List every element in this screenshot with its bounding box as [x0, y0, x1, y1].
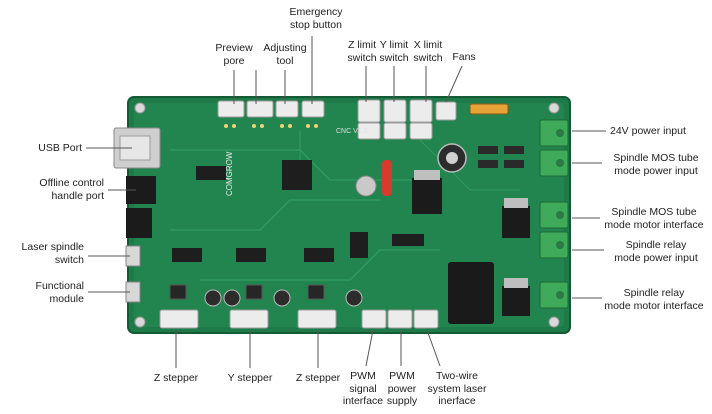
leader-lines [86, 36, 606, 368]
label-usb-port: USB Port [38, 142, 82, 154]
right-terminals [539, 119, 569, 309]
red-jumper [382, 160, 392, 196]
label-24v-power: 24V power input [610, 125, 686, 137]
label-y-stepper: Y stepper [227, 372, 273, 384]
mcu-chip [282, 160, 312, 190]
right-terminal-screws [556, 129, 564, 299]
inductors [169, 284, 325, 300]
driver-chips [172, 166, 424, 262]
silk-brand: COMGROW [225, 151, 234, 196]
pin-headers [224, 124, 318, 128]
fuse [469, 103, 509, 115]
mosfets [412, 170, 530, 316]
capacitors [204, 143, 467, 307]
top-connectors [217, 99, 457, 140]
bottom-connectors [159, 309, 439, 329]
silver-button [355, 175, 377, 197]
resistors [478, 146, 524, 168]
label-z-stepper-2: Z stepper [295, 372, 341, 384]
label-fans: Fans [452, 51, 476, 63]
label-z-stepper-1: Z stepper [153, 372, 199, 384]
relay [448, 262, 494, 324]
silk-cnc: CNC V1.2 [336, 128, 368, 135]
